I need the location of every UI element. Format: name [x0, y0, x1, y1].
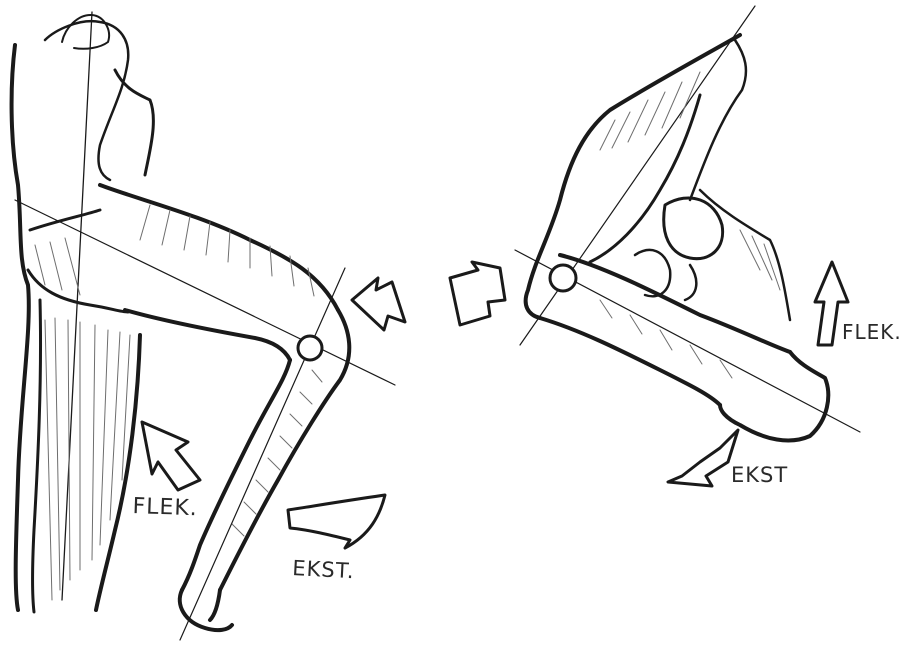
knee-pressure-arrow-icon	[352, 278, 405, 330]
right-knee-joint-circle	[550, 265, 576, 291]
right-shank-bottom	[540, 318, 720, 405]
flexion-arrow-icon	[142, 422, 200, 490]
right-flexion-label: FLEK.	[842, 320, 902, 344]
torso-outline	[12, 45, 29, 610]
knee-joint-circle	[298, 336, 322, 360]
left-extension-label: EKST.	[292, 556, 356, 583]
left-figure	[12, 12, 405, 640]
left-flexion-label: FLEK.	[132, 494, 198, 521]
right-hand-outline	[664, 198, 723, 259]
standing-leg-hatching	[45, 318, 130, 600]
thigh-bottom	[125, 310, 290, 360]
right-figure-hatching	[600, 72, 780, 378]
arm-outline	[115, 70, 153, 175]
right-foot-outline	[720, 352, 828, 440]
shank-axis-line	[180, 268, 345, 640]
hand-outline	[62, 15, 109, 49]
right-hip-outline	[690, 40, 790, 320]
thigh-top	[100, 185, 338, 310]
right-thigh-axis-line	[520, 6, 755, 345]
right-figure	[450, 6, 860, 486]
right-extension-label: EKST	[731, 463, 788, 487]
torso-back-outline	[45, 21, 128, 180]
right-thigh-inner	[590, 95, 700, 262]
thigh-axis-line	[15, 200, 395, 385]
right-extension-arrow-icon	[668, 430, 738, 486]
extension-arrow-icon	[288, 495, 385, 548]
right-knee-pressure-arrow-icon	[450, 262, 505, 325]
standing-leg-back	[33, 300, 41, 612]
